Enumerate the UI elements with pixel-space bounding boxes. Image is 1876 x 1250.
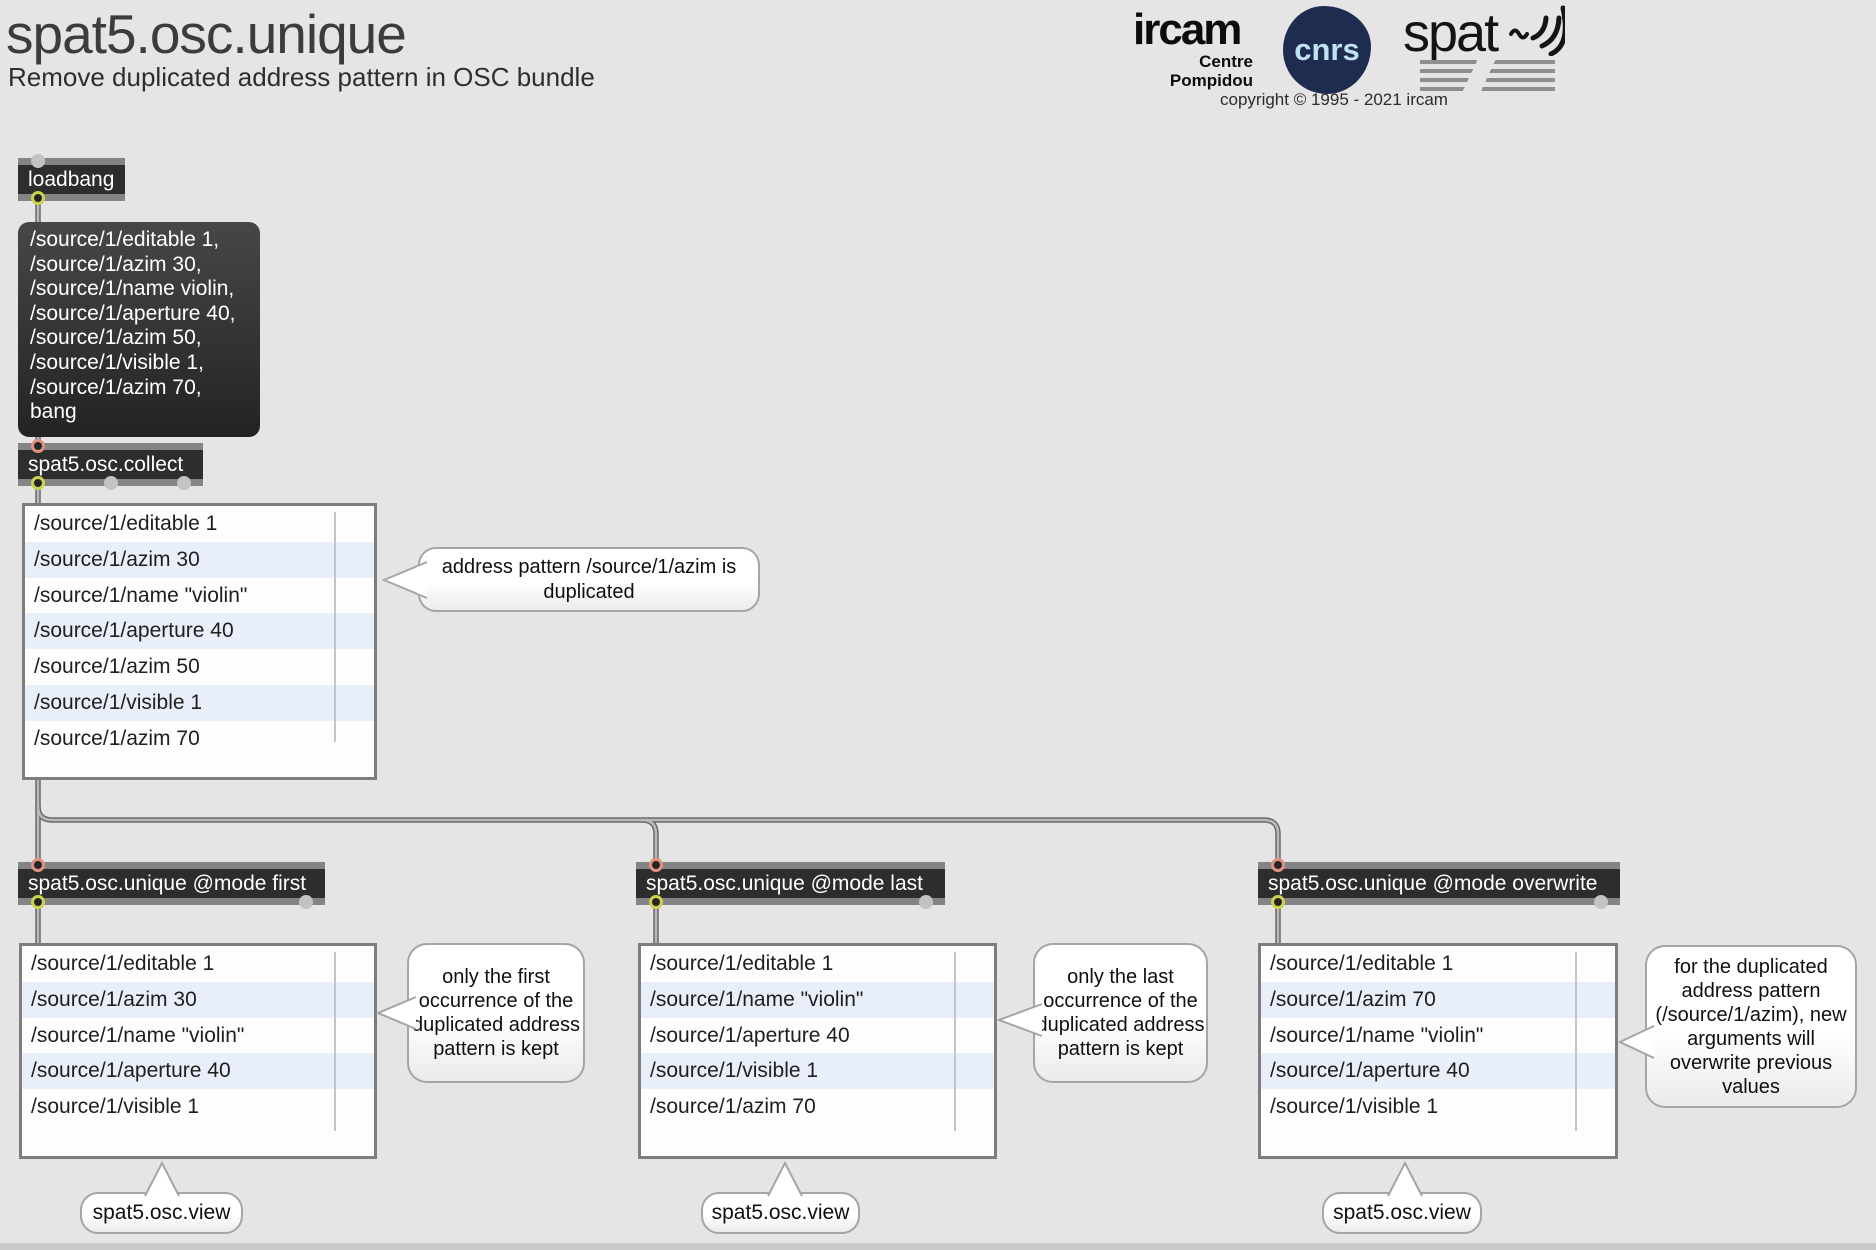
comment-text: only the last occurrence of the duplicat… <box>1036 966 1205 1060</box>
osc-message-row: /source/1/aperture 40 <box>22 1053 374 1090</box>
page-subtitle: Remove duplicated address pattern in OSC… <box>8 62 595 92</box>
osc-message-box[interactable]: /source/1/editable 1, /source/1/azim 30,… <box>18 222 260 437</box>
message-line: bang <box>30 400 77 424</box>
scrollbar[interactable] <box>1575 952 1577 1131</box>
osc-message-row: /source/1/azim 50 <box>34 655 200 679</box>
spat-logo: spat <box>1403 2 1565 94</box>
osc-view-label: spat5.osc.view <box>1333 1201 1471 1224</box>
outlet-port[interactable] <box>1271 895 1285 909</box>
comment-last-bubble: only the last occurrence of the duplicat… <box>1033 943 1208 1083</box>
osc-collect-object[interactable]: spat5.osc.collect <box>18 439 203 490</box>
osc-message-row: /source/1/visible 1 <box>641 1053 994 1090</box>
message-line: /source/1/editable 1, <box>30 228 220 251</box>
osc-view-bubble: spat5.osc.view <box>1322 1192 1482 1234</box>
loadbang-object[interactable]: loadbang <box>18 154 125 205</box>
loadbang-label: loadbang <box>18 165 125 194</box>
comment-overwrite-bubble: for the duplicated address pattern (/sou… <box>1645 945 1857 1108</box>
osc-message-row: /source/1/name "violin" <box>1270 1023 1484 1047</box>
osc-message-row: /source/1/azim 70 <box>34 726 200 750</box>
osc-message-row: /source/1/editable 1 <box>34 512 218 535</box>
ircam-wordmark: ircam <box>1133 5 1242 54</box>
message-line: /source/1/azim 50, <box>30 326 202 350</box>
scrollbar[interactable] <box>334 952 336 1131</box>
osc-message-row: /source/1/azim 30 <box>25 541 374 578</box>
window-bottom-edge <box>0 1243 1876 1250</box>
comment-first-bubble: only the first occurrence of the duplica… <box>407 943 585 1083</box>
osc-message-row: /source/1/azim 70 <box>650 1095 816 1119</box>
osc-message-row: /source/1/name "violin" <box>31 1023 245 1047</box>
comment-text: for the duplicated address pattern (/sou… <box>1655 955 1847 1098</box>
message-line: /source/1/azim 30, <box>30 252 202 276</box>
inlet-port[interactable] <box>31 439 45 453</box>
osc-view-bubble: spat5.osc.view <box>80 1192 243 1234</box>
outlet-port[interactable] <box>31 895 45 909</box>
spat-stripes-mark <box>1420 60 1555 94</box>
scrollbar[interactable] <box>334 512 336 743</box>
osc-collect-label: spat5.osc.collect <box>18 450 203 479</box>
sound-wave-icon <box>1509 5 1565 56</box>
ircam-pompidou-label: Pompidou <box>1169 71 1253 90</box>
osc-message-row: /source/1/azim 70 <box>1261 981 1615 1018</box>
unique-overwrite-label: spat5.osc.unique @mode overwrite <box>1258 869 1620 898</box>
outlet-port[interactable] <box>649 895 663 909</box>
unique-overwrite-object[interactable]: spat5.osc.unique @mode overwrite <box>1258 858 1620 909</box>
outlet-port[interactable] <box>919 895 933 909</box>
comment-duplicated-bubble: address pattern /source/1/azim is duplic… <box>418 547 760 612</box>
outlet-port[interactable] <box>1594 895 1608 909</box>
osc-view-bubble: spat5.osc.view <box>701 1192 860 1234</box>
osc-list-input[interactable]: /source/1/editable 1 /source/1/azim 30 /… <box>22 503 377 780</box>
message-line: /source/1/azim 70, <box>30 375 202 399</box>
osc-message-row: /source/1/azim 30 <box>22 981 374 1018</box>
unique-last-label: spat5.osc.unique @mode last <box>636 869 945 898</box>
osc-message-row: /source/1/name "violin" <box>641 981 994 1018</box>
ircam-centre-label: Centre <box>1199 52 1253 71</box>
unique-last-object[interactable]: spat5.osc.unique @mode last <box>636 858 945 909</box>
message-line: /source/1/visible 1, <box>30 350 204 374</box>
outlet-port[interactable] <box>31 191 45 205</box>
osc-view-label: spat5.osc.view <box>711 1201 850 1224</box>
osc-message-row: /source/1/aperture 40 <box>650 1023 850 1047</box>
osc-message-row: /source/1/visible 1 <box>25 684 374 721</box>
unique-first-label: spat5.osc.unique @mode first <box>18 869 325 898</box>
comment-text: only the first occurrence of the duplica… <box>412 966 580 1060</box>
osc-message-row: /source/1/aperture 40 <box>25 613 374 650</box>
ircam-logo: ircam Centre Pompidou <box>1133 5 1253 91</box>
osc-message-row: /source/1/visible 1 <box>1270 1095 1439 1119</box>
unique-first-object[interactable]: spat5.osc.unique @mode first <box>18 858 325 909</box>
osc-message-row: /source/1/editable 1 <box>1270 952 1454 975</box>
osc-list-last[interactable]: /source/1/editable 1 /source/1/name "vio… <box>638 943 997 1159</box>
outlet-port[interactable] <box>104 476 118 490</box>
osc-list-first[interactable]: /source/1/editable 1 /source/1/azim 30 /… <box>19 943 377 1159</box>
outlet-port[interactable] <box>177 476 191 490</box>
comment-text: address pattern /source/1/azim is duplic… <box>441 555 737 603</box>
inlet-port[interactable] <box>31 858 45 872</box>
cnrs-logo: cnrs <box>1283 6 1371 94</box>
osc-view-label: spat5.osc.view <box>92 1201 231 1224</box>
copyright-text: copyright © 1995 - 2021 ircam <box>1220 90 1448 109</box>
osc-message-row: /source/1/visible 1 <box>31 1095 200 1119</box>
outlet-port[interactable] <box>299 895 313 909</box>
osc-message-row: /source/1/editable 1 <box>31 952 215 975</box>
inlet-port[interactable] <box>649 858 663 872</box>
page-title: spat5.osc.unique <box>6 3 407 65</box>
cnrs-wordmark: cnrs <box>1294 32 1360 67</box>
osc-message-row: /source/1/editable 1 <box>650 952 834 975</box>
osc-message-row: /source/1/aperture 40 <box>1261 1053 1615 1090</box>
spat-wordmark: spat <box>1403 3 1499 63</box>
message-line: /source/1/name violin, <box>30 277 235 301</box>
message-line: /source/1/aperture 40, <box>30 301 236 325</box>
inlet-port[interactable] <box>31 154 45 168</box>
scrollbar[interactable] <box>954 952 956 1131</box>
inlet-port[interactable] <box>1271 858 1285 872</box>
outlet-port[interactable] <box>31 476 45 490</box>
osc-message-row: /source/1/name "violin" <box>34 583 248 607</box>
osc-list-overwrite[interactable]: /source/1/editable 1 /source/1/azim 70 /… <box>1258 943 1618 1159</box>
